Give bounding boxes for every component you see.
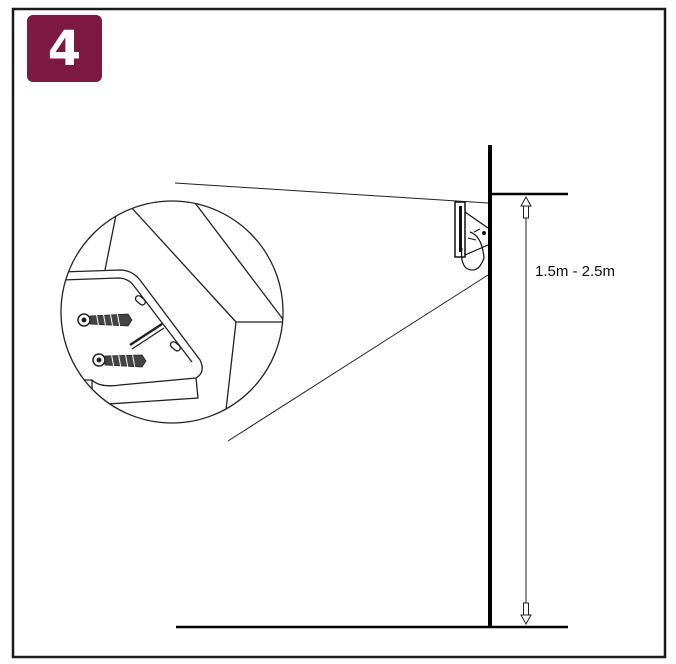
panel-border [11, 7, 667, 659]
wall-screw-icon [92, 351, 147, 369]
down-arrow-icon [520, 602, 532, 626]
wall-mounted-device-icon [454, 201, 489, 271]
up-arrow-icon [520, 195, 532, 219]
step-badge: 4 [27, 15, 102, 82]
callout-line-bottom [227, 274, 489, 442]
wall-screw-icon [77, 311, 133, 329]
callout-line-top [174, 182, 489, 204]
height-dimension [520, 195, 532, 626]
magnified-bracket-detail-icon [60, 200, 284, 424]
step-number: 4 [47, 20, 82, 77]
height-range-label: 1.5m - 2.5m [535, 263, 615, 280]
